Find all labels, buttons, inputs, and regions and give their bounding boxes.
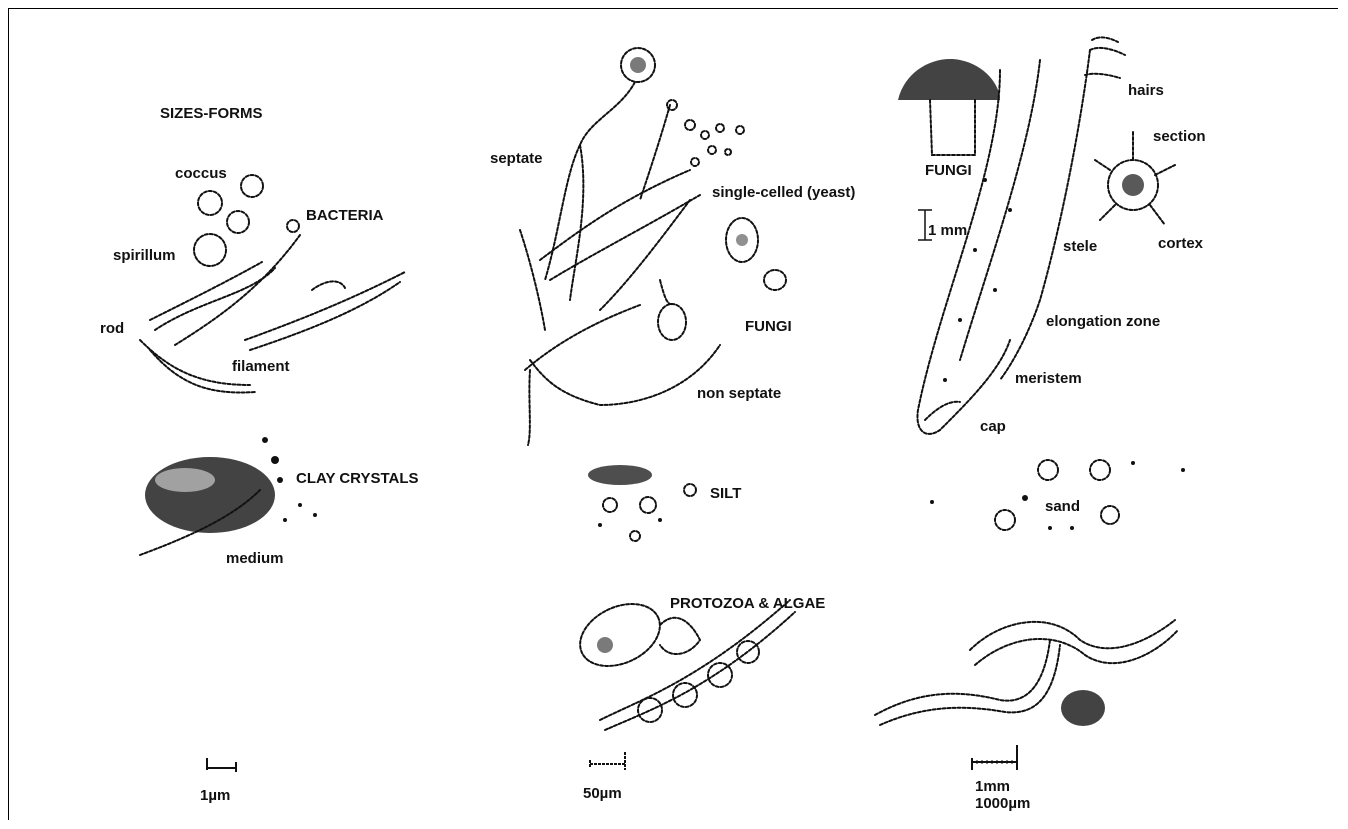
mushroom-stem [930, 100, 975, 155]
scale-label-1mm: 1mm [975, 778, 1010, 795]
coccus-cell-4 [194, 234, 226, 266]
label-single-celled: single-celled (yeast) [712, 184, 855, 201]
sand-drawing [930, 460, 1185, 530]
label-cap: cap [980, 418, 1006, 435]
scale-bar-1mm [972, 745, 1017, 770]
rod-cell [150, 262, 262, 320]
scale-label-1um: 1µm [200, 787, 230, 804]
root-cap [925, 402, 960, 420]
hypha-cross [540, 170, 690, 260]
mushroom-drawing [898, 59, 1000, 155]
silt-drawing [588, 465, 696, 541]
worm-mass [1061, 690, 1105, 726]
root-outline-right [1000, 50, 1090, 380]
label-cortex: cortex [1158, 235, 1203, 252]
scale-label-1000um: 1000µm [975, 795, 1030, 812]
worm-2 [875, 640, 1050, 715]
root-stele [960, 60, 1040, 360]
label-stele: stele [1063, 238, 1097, 255]
bacteria-head [287, 220, 299, 232]
hypha-left [520, 230, 545, 330]
label-septate: septate [490, 150, 543, 167]
worm-1-outline [975, 630, 1178, 665]
label-sand: sand [1045, 498, 1080, 515]
root-hair-3 [1092, 37, 1118, 42]
hypha-cross-2 [550, 195, 700, 280]
scale-bars [207, 745, 1017, 772]
yeast-cell-2 [764, 270, 786, 290]
label-sizes-forms: SIZES-FORMS [160, 105, 263, 122]
coccus-cell-2 [241, 175, 263, 197]
label-meristem: meristem [1015, 370, 1082, 387]
small-rod [312, 281, 345, 290]
non-septate-loop [530, 345, 720, 405]
fungal-vesicle [658, 304, 686, 340]
coccus-cell-1 [198, 191, 222, 215]
scale-label-50um: 50µm [583, 785, 622, 802]
hypha-diagonal [600, 200, 690, 310]
label-filament: filament [232, 358, 290, 375]
label-fungi-middle: FUNGI [745, 318, 792, 335]
label-silt: SILT [710, 485, 741, 502]
label-non-septate: non septate [697, 385, 781, 402]
label-coccus: coccus [175, 165, 227, 182]
label-elongation-zone: elongation zone [1046, 313, 1160, 330]
root-hair-1 [1090, 48, 1125, 55]
worm-1 [970, 620, 1175, 650]
worm-2-outline [880, 645, 1060, 725]
scale-bar-50um [590, 752, 625, 770]
rod-cell-outline [155, 268, 275, 330]
label-fungi-right: FUNGI [925, 162, 972, 179]
label-section: section [1153, 128, 1206, 145]
silt-cluster [588, 465, 652, 485]
label-bacteria: BACTERIA [306, 207, 384, 224]
clay-drawing [140, 437, 317, 555]
worms-drawing [875, 620, 1178, 726]
amoeba [660, 618, 700, 654]
vesicle-stalk [660, 280, 672, 304]
label-medium: medium [226, 550, 284, 567]
scale-bar-1um [207, 758, 236, 772]
label-rod: rod [100, 320, 124, 337]
label-protozoa-algae: PROTOZOA & ALGAE [670, 595, 825, 612]
algal-filament-outline [605, 612, 795, 730]
label-1mm-root: 1 mm [928, 222, 967, 239]
protozoan [570, 592, 670, 678]
spirillum-cell-outline [250, 282, 400, 350]
mushroom-cap [898, 59, 1000, 100]
section-stele [1122, 174, 1144, 196]
root-hair-2 [1085, 74, 1120, 78]
hypha-stem [528, 370, 530, 445]
septate-hypha [545, 82, 635, 280]
label-hairs: hairs [1128, 82, 1164, 99]
label-clay-crystals: CLAY CRYSTALS [296, 470, 419, 487]
protozoa-algae-drawing [570, 592, 795, 730]
coccus-cell-3 [227, 211, 249, 233]
septate-branch [570, 145, 583, 300]
label-spirillum: spirillum [113, 247, 176, 264]
